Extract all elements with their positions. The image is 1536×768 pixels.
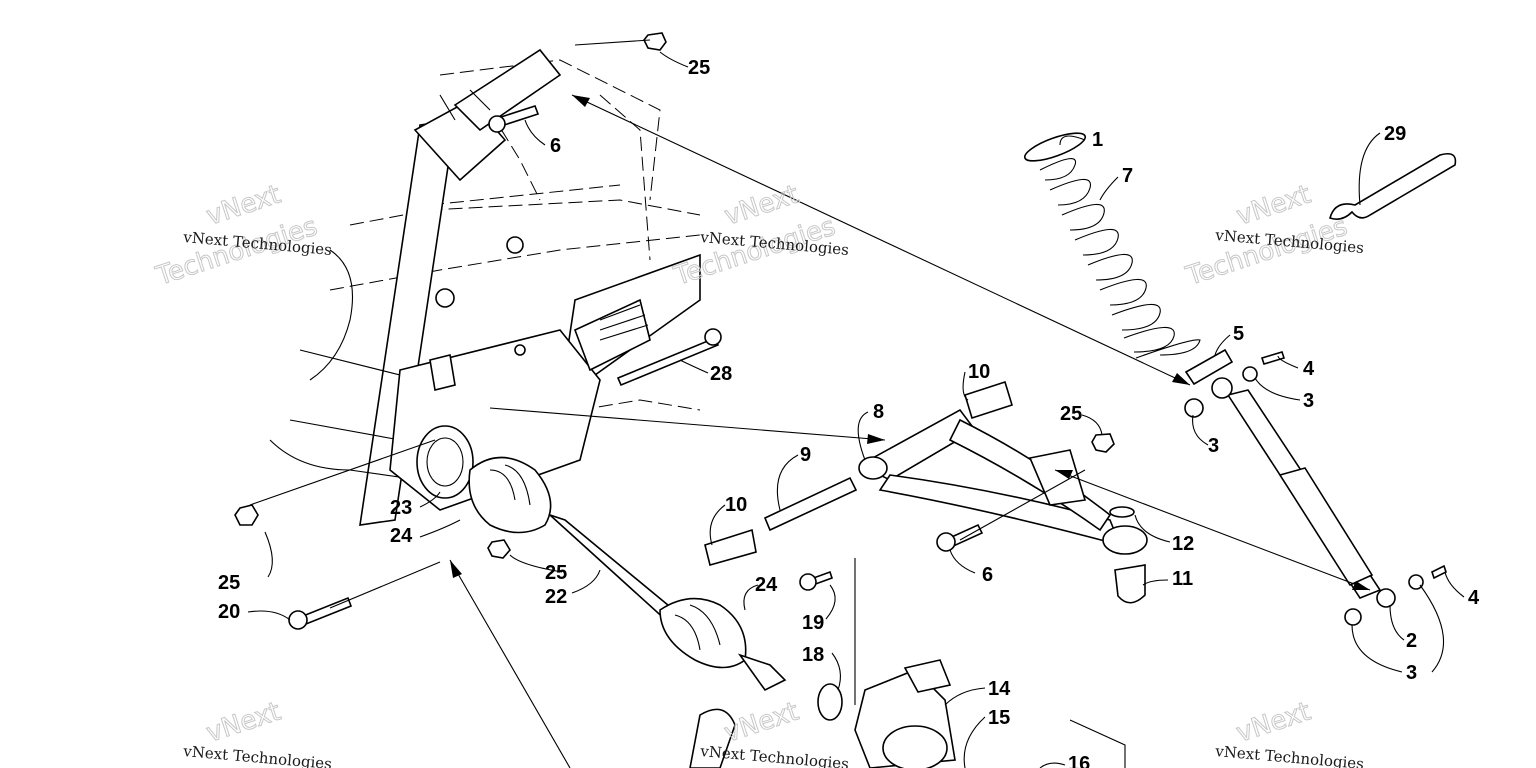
callout-12: 12 bbox=[1172, 533, 1194, 555]
callout-16: 16 bbox=[1068, 753, 1090, 768]
spring-retainer-bottom bbox=[1184, 348, 1234, 386]
coil-spring bbox=[1039, 158, 1201, 359]
callout-6: 6 bbox=[982, 564, 993, 586]
callout-15: 15 bbox=[988, 707, 1010, 729]
drive-axle bbox=[468, 456, 787, 692]
spanner-wrench bbox=[1329, 152, 1457, 220]
steering-knuckle bbox=[854, 659, 956, 768]
callout-14: 14 bbox=[988, 678, 1011, 700]
shock-absorber bbox=[1184, 351, 1447, 626]
snap-ring bbox=[1109, 506, 1135, 518]
callout-3: 3 bbox=[1208, 435, 1219, 457]
sleeve bbox=[763, 476, 858, 532]
callout-7: 7 bbox=[1122, 165, 1133, 187]
callout-22: 22 bbox=[545, 586, 567, 608]
callout-24: 24 bbox=[390, 525, 413, 547]
callout-11: 11 bbox=[1172, 568, 1193, 590]
differential-housing bbox=[389, 236, 651, 511]
callout-28: 28 bbox=[710, 363, 732, 385]
watermark-logo: vNext bbox=[721, 697, 803, 749]
callout-3: 3 bbox=[1406, 662, 1417, 684]
callout-29: 29 bbox=[1384, 123, 1406, 145]
callout-3: 3 bbox=[1303, 390, 1314, 412]
callout-leaders bbox=[247, 51, 1465, 768]
callout-9: 9 bbox=[800, 444, 811, 466]
spring-retainer-top bbox=[1023, 132, 1087, 162]
ball-joint bbox=[1114, 564, 1146, 604]
callout-25: 25 bbox=[545, 562, 567, 584]
callout-4: 4 bbox=[1468, 587, 1480, 609]
callout-19: 19 bbox=[802, 612, 824, 634]
callout-20: 20 bbox=[218, 601, 240, 623]
callout-25: 25 bbox=[1060, 403, 1082, 425]
callout-18: 18 bbox=[802, 644, 824, 666]
a-arm bbox=[858, 408, 1148, 555]
callout-23: 23 bbox=[390, 497, 412, 519]
callout-8: 8 bbox=[873, 401, 884, 423]
seal bbox=[817, 683, 843, 721]
callout-25: 25 bbox=[688, 57, 710, 79]
callout-10: 10 bbox=[968, 361, 990, 383]
callouts: 1 7 29 5 4 3 3 4 2 3 25 6 28 10 8 25 9 1… bbox=[218, 57, 1480, 768]
watermark-text: vNext Technologies bbox=[1214, 742, 1365, 768]
nuts bbox=[234, 32, 1115, 559]
callout-24: 24 bbox=[755, 574, 778, 596]
callout-4: 4 bbox=[1303, 358, 1315, 380]
watermark-logo: vNext bbox=[1233, 697, 1315, 749]
bushing bbox=[704, 528, 757, 566]
callout-2: 2 bbox=[1406, 630, 1417, 652]
tie-rod-end bbox=[689, 708, 736, 768]
watermark-text: vNext Technologies bbox=[182, 742, 333, 768]
callout-1: 1 bbox=[1092, 129, 1103, 151]
callout-5: 5 bbox=[1233, 323, 1244, 345]
callout-25: 25 bbox=[218, 572, 240, 594]
callout-6: 6 bbox=[550, 135, 561, 157]
assembly-lines bbox=[249, 39, 1371, 768]
watermark-logo: vNext bbox=[203, 697, 285, 749]
callout-10: 10 bbox=[725, 494, 747, 516]
bushing bbox=[964, 380, 1013, 420]
